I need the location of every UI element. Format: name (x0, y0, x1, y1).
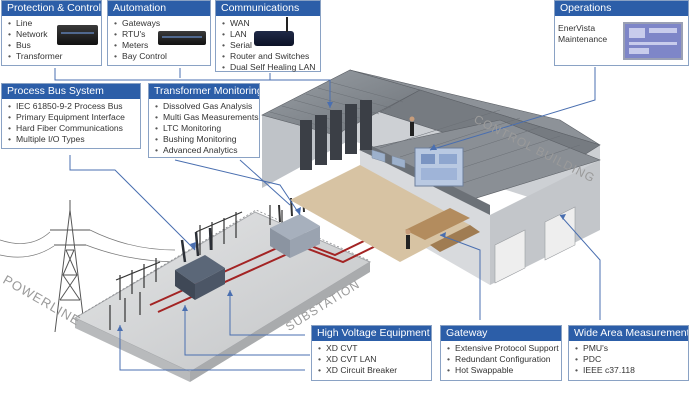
list-item: Dissolved Gas Analysis (155, 101, 255, 112)
high-voltage-title: High Voltage Equipment (312, 326, 431, 341)
enervista-screen-image (623, 22, 683, 60)
gateway-list: Extensive Protocol Support Redundant Con… (441, 341, 561, 378)
wide-area-list: PMU's PDC IEEE c37.118 (569, 341, 688, 378)
list-item: LAN (222, 29, 316, 40)
list-item: RTU's (114, 29, 206, 40)
high-voltage-list: XD CVT XD CVT LAN XD Circuit Breaker (312, 341, 431, 378)
list-item: Bus (8, 40, 97, 51)
router-device-image (254, 31, 294, 46)
list-item: Gateways (114, 18, 206, 29)
list-item: WAN (222, 18, 316, 29)
operations-line: EnerVista (558, 23, 596, 33)
control-building (261, 69, 601, 285)
list-item: XD Circuit Breaker (318, 365, 427, 376)
list-item: Hot Swappable (447, 365, 557, 376)
relay-device-image (57, 25, 98, 45)
gateway-box: Gateway Extensive Protocol Support Redun… (440, 325, 562, 381)
list-item: PDC (575, 354, 684, 365)
power-wires (0, 229, 181, 263)
list-item: IEC 61850-9-2 Process Bus (8, 101, 136, 112)
process-bus-list: IEC 61850-9-2 Process Bus Primary Equipm… (2, 99, 140, 147)
communications-list: WAN LAN Serial Router and Switches Dual … (216, 16, 320, 75)
list-item: Primary Equipment Interface (8, 112, 136, 123)
transformer-monitoring-box: Transformer Monitoring Dissolved Gas Ana… (148, 83, 260, 158)
operations-line: Maintenance (558, 34, 608, 44)
communications-box: Communications WAN LAN Serial Router and… (215, 0, 321, 75)
list-item: Serial (222, 40, 316, 51)
high-voltage-box: High Voltage Equipment XD CVT XD CVT LAN… (311, 325, 432, 381)
automation-list: Gateways RTU's Meters Bay Control (108, 16, 210, 64)
power-transformer (175, 227, 225, 300)
list-item: Extensive Protocol Support (447, 343, 559, 354)
operations-title: Operations (555, 1, 688, 16)
list-item: PMU's (575, 343, 684, 354)
gateway-device-image (158, 31, 206, 45)
protection-control-title: Protection & Control (2, 1, 101, 16)
list-item: LTC Monitoring (155, 123, 255, 134)
list-item: Network (8, 29, 97, 40)
list-item: XD CVT LAN (318, 354, 427, 365)
list-item: Multi Gas Measurements (155, 112, 259, 123)
wide-area-box: Wide Area Measurement PMU's PDC IEEE c37… (568, 325, 689, 381)
operations-box: Operations EnerVista Maintenance (554, 0, 689, 66)
list-item: Bushing Monitoring (155, 134, 255, 145)
connector-arrows (117, 102, 566, 331)
transformer-monitoring-title: Transformer Monitoring (149, 84, 259, 99)
router-antenna-icon (286, 17, 288, 32)
communications-title: Communications (216, 1, 320, 16)
automation-box: Automation Gateways RTU's Meters Bay Con… (107, 0, 211, 66)
wide-area-title: Wide Area Measurement (569, 326, 688, 341)
operations-text: EnerVista Maintenance (558, 23, 607, 45)
gateway-title: Gateway (441, 326, 561, 341)
substation-equipment (109, 205, 283, 330)
automation-title: Automation (108, 1, 210, 16)
list-item: Meters (114, 40, 206, 51)
list-item: Router and Switches (222, 51, 316, 62)
list-item: Multiple I/O Types (8, 134, 136, 145)
protection-control-list: Line Network Bus Transformer (2, 16, 101, 64)
list-item: XD CVT (318, 343, 427, 354)
transformer-monitoring-list: Dissolved Gas Analysis Multi Gas Measure… (149, 99, 259, 158)
list-item: IEEE c37.118 (575, 365, 684, 376)
list-item: Line (8, 18, 97, 29)
list-item: Bay Control (114, 51, 206, 62)
list-item: Advanced Analytics (155, 145, 255, 156)
list-item: Dual Self Healing LAN (222, 62, 316, 73)
list-item: Hard Fiber Communications (8, 123, 136, 134)
protection-control-box: Protection & Control Line Network Bus Tr… (1, 0, 102, 66)
process-bus-box: Process Bus System IEC 61850-9-2 Process… (1, 83, 141, 149)
list-item: Transformer (8, 51, 97, 62)
transmission-tower (50, 200, 90, 333)
list-item: Redundant Configuration (447, 354, 557, 365)
process-bus-title: Process Bus System (2, 84, 140, 99)
